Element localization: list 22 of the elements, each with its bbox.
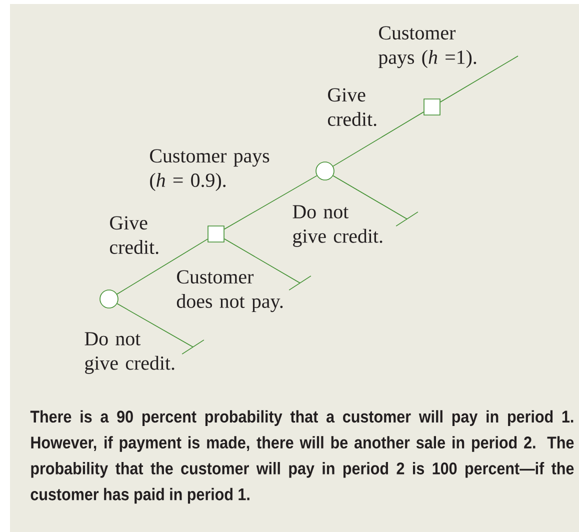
caption: There is a 90 percent probability that a customer will pay in period 1. However, if payment is made, there will be another sale in period 2. The probability that the customer will pay in period 2 is 100 percent—if the customer has paid in period 1. [30,410,574,504]
end-bar [288,276,312,290]
decision-node [424,98,440,116]
branch-label: Customer does not pay. [176,270,283,312]
branch-label: Give credit. [110,216,158,254]
end-bar [182,340,204,354]
branch-line [224,175,318,230]
decision-node [208,226,224,242]
chance-node [316,162,334,180]
branch-line [332,175,408,220]
branch-label: Give credit. [328,88,376,126]
chance-node [100,290,118,308]
branch-label: Customer pays (h = 0.9). [150,149,270,192]
end-bar [396,212,418,226]
branch-label: Customer pays (h =1). [378,26,476,68]
branch-label: Do not give credit. [84,332,174,374]
branch-line [116,238,208,295]
branch-line [116,303,194,348]
branch-line [224,238,300,284]
branch-line [440,56,518,102]
branch-label: Do not give credit. [292,205,382,247]
branch-line [332,112,424,167]
